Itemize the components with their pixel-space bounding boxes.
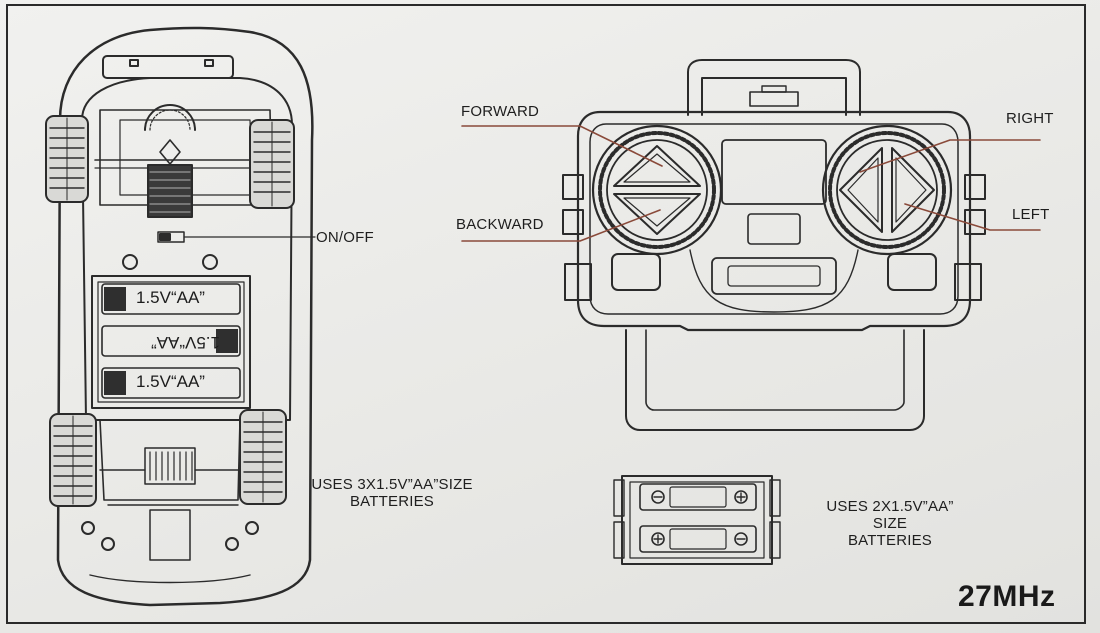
label-pointers xyxy=(461,125,1041,242)
remote-center-panel xyxy=(721,139,827,205)
car-battery-compartment xyxy=(91,275,251,409)
car-battery-note-line2: BATTERIES xyxy=(349,493,435,510)
backward-label: BACKWARD xyxy=(456,216,544,233)
car-wheel-rear-left xyxy=(49,413,97,507)
car-inner-panel xyxy=(81,77,293,421)
car-drawing xyxy=(45,26,316,607)
backward-arrow xyxy=(613,193,701,235)
frequency-label: 27MHz xyxy=(958,580,1056,613)
right-label: RIGHT xyxy=(1006,110,1054,127)
car-battery-1 xyxy=(101,283,241,315)
remote-battery-note: USES 2X1.5V”AA” SIZE BATTERIES xyxy=(800,498,980,549)
forward-backward-dial xyxy=(591,124,723,256)
remote-battery-compartment xyxy=(613,475,781,565)
remote-stand xyxy=(625,329,925,431)
sheet-border xyxy=(6,4,1086,624)
car-wheel-front-left xyxy=(45,115,89,203)
car-wheel-rear-right xyxy=(239,409,287,505)
remote-battery-note-line1: USES 2X1.5V”AA” xyxy=(826,498,954,515)
left-label: LEFT xyxy=(1012,206,1050,223)
right-arrow xyxy=(891,147,935,233)
car-body-outline xyxy=(56,26,314,607)
forward-arrow xyxy=(613,145,701,187)
forward-label: FORWARD xyxy=(461,103,540,120)
left-right-dial xyxy=(821,124,953,256)
car-battery-1-label: 1.5V“AA” xyxy=(136,288,205,307)
remote-top-handle xyxy=(687,59,861,116)
left-arrow xyxy=(839,147,883,233)
car-battery-3 xyxy=(101,367,241,399)
on-off-label: ON/OFF xyxy=(316,229,374,246)
car-battery-2-label: 1.5V“AA” xyxy=(151,333,220,352)
steering-gauge xyxy=(144,104,196,131)
steering-motor xyxy=(147,164,193,218)
remote-battery-1 xyxy=(639,483,757,511)
remote-battery-note-line2: SIZE xyxy=(872,515,908,532)
car-wheel-front-right xyxy=(249,119,295,209)
car-battery-note-line1: USES 3X1.5V”AA”SIZE xyxy=(311,476,473,493)
remote-battery-2 xyxy=(639,525,757,553)
car-top-slot xyxy=(102,55,234,79)
car-battery-2 xyxy=(101,325,241,357)
remote-battery-note-line3: BATTERIES xyxy=(847,532,933,549)
car-battery-note: USES 3X1.5V”AA”SIZE BATTERIES xyxy=(292,476,492,510)
car-battery-3-label: 1.5V“AA” xyxy=(136,372,205,391)
remote-drawing xyxy=(461,59,1041,431)
remote-body xyxy=(576,110,972,332)
rear-gearbox xyxy=(99,419,241,501)
